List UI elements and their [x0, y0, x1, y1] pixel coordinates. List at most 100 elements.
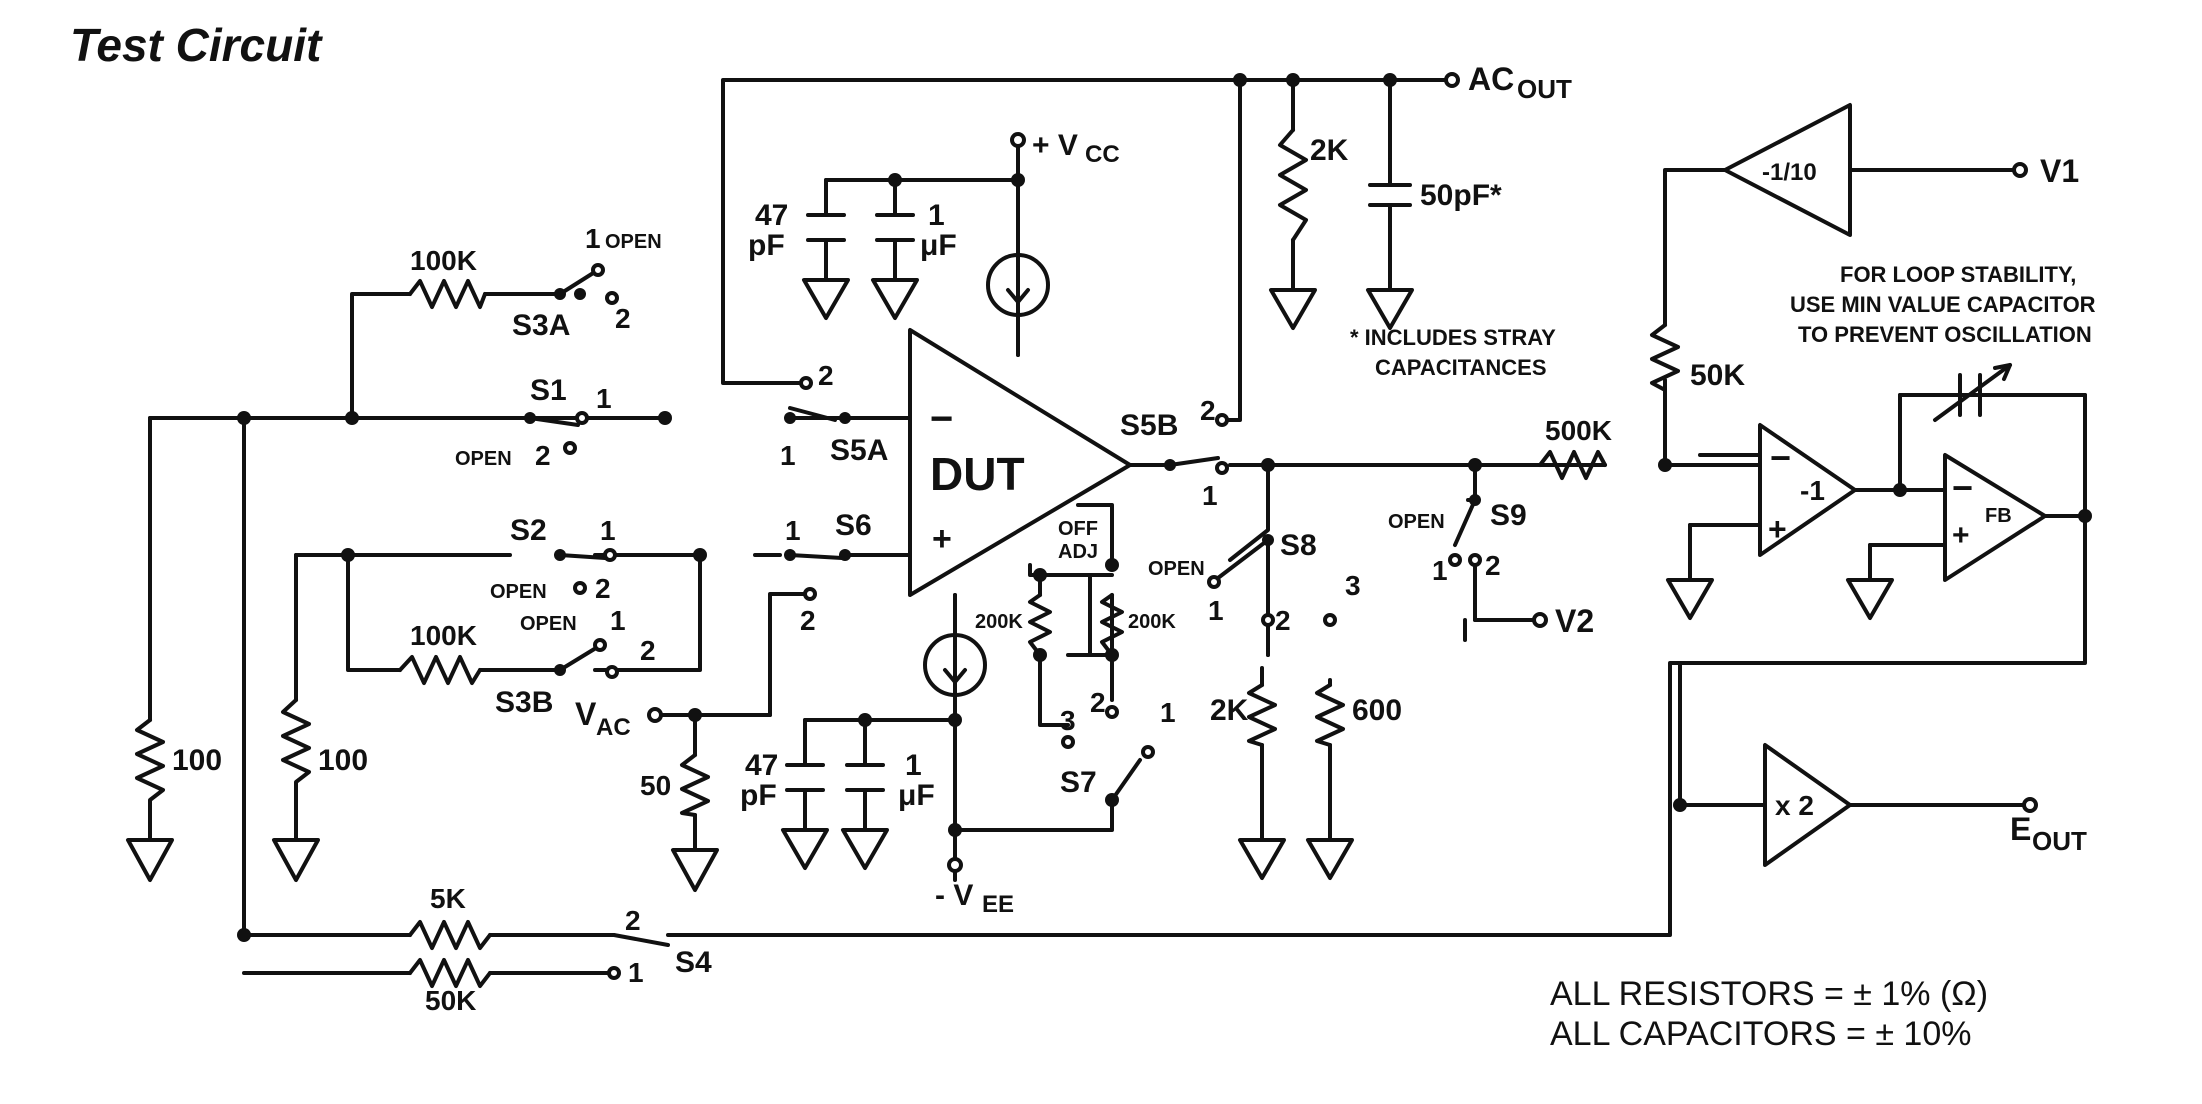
amp-inv1-label: -1 — [1800, 475, 1825, 506]
cap-pfb-label: pF — [740, 779, 777, 812]
vee-sub: EE — [982, 891, 1014, 918]
cap-47-label: 47 — [755, 199, 788, 232]
ground-icon — [1269, 288, 1317, 330]
capacitors — [785, 158, 2012, 792]
s3a-contact-2: 2 — [615, 303, 631, 334]
resistor-100k-s3b — [398, 655, 482, 685]
dut-plus: + — [932, 520, 952, 558]
s2-open: OPEN — [490, 581, 547, 603]
ground-icon — [671, 848, 719, 892]
s3b-contact-2: 2 — [640, 635, 656, 666]
amp-inv1-plus: + — [1768, 511, 1787, 547]
s6-contact-1: 1 — [785, 515, 801, 546]
resistor-50k — [408, 958, 492, 988]
res-100-a: 100 — [172, 744, 222, 777]
amp-fb — [1943, 453, 2047, 582]
s9-contact-1: 1 — [1432, 555, 1448, 586]
res-600: 600 — [1352, 694, 1402, 727]
v1-label: V1 — [2040, 153, 2079, 189]
cap-ufb-label: μF — [898, 779, 935, 812]
resistor-200k-right — [1100, 593, 1124, 657]
capacitor-tolerance-note: ALL CAPACITORS = ± 10% — [1550, 1015, 1971, 1053]
switches — [528, 263, 1482, 980]
switch-s4-label: S4 — [675, 946, 712, 979]
switch-s8-label: S8 — [1280, 529, 1317, 562]
s3a-open: OPEN — [605, 231, 662, 253]
switch-s6-label: S6 — [835, 509, 872, 542]
vcc-label: + V — [1032, 129, 1078, 162]
s7-contact-3: 3 — [1060, 705, 1076, 736]
v2-terminal — [1532, 612, 1548, 628]
loop-note-2: USE MIN VALUE CAPACITOR — [1790, 292, 2096, 317]
s1-open: OPEN — [455, 448, 512, 470]
junction-dots — [237, 73, 2092, 942]
offset-adj-adj: ADJ — [1058, 541, 1098, 563]
e-out-sub: OUT — [2032, 826, 2087, 856]
resistor-100-right — [281, 698, 311, 842]
vcc-sub: CC — [1085, 141, 1120, 168]
res-200k-b: 200K — [1128, 611, 1176, 633]
vac-sub: AC — [596, 714, 631, 741]
res-50k: 50K — [425, 985, 476, 1016]
s5b-contact-1: 1 — [1202, 480, 1218, 511]
res-2k-acout: 2K — [1310, 134, 1349, 167]
switch-s5a-label: S5A — [830, 434, 888, 467]
resistor-50k-fb — [1650, 323, 1680, 467]
switch-s2-label: S2 — [510, 514, 547, 547]
s8-contact-2: 2 — [1275, 605, 1291, 636]
v2-label: V2 — [1555, 603, 1594, 639]
amp-x2-label: x 2 — [1775, 790, 1814, 821]
e-out-label: E — [2010, 811, 2031, 847]
ground-icon — [1238, 838, 1286, 880]
stray-note-1: * INCLUDES STRAY — [1350, 325, 1556, 350]
amplifiers — [908, 103, 2047, 867]
stray-note-2: CAPACITANCES — [1375, 355, 1547, 380]
terminals — [647, 72, 2038, 873]
amp-minus-1-10 — [1723, 103, 1852, 237]
resistor-50 — [680, 753, 710, 817]
vac-label: V — [575, 696, 597, 732]
s1-contact-2: 2 — [535, 440, 551, 471]
vee-label: - V — [935, 879, 973, 912]
ac-out-label: AC — [1468, 61, 1514, 97]
s5b-contact-2: 2 — [1200, 395, 1216, 426]
vee-terminal — [947, 857, 963, 873]
amp-minus-1 — [1758, 423, 1857, 557]
s3b-contact-1: 1 — [610, 605, 626, 636]
cap-47b-label: 47 — [745, 749, 778, 782]
switch-s1-label: S1 — [530, 374, 567, 407]
s5a-contact-1: 1 — [780, 440, 796, 471]
ground-icon — [802, 278, 850, 320]
amp-fb-label: FB — [1985, 505, 2012, 527]
ac-out-terminal — [1444, 72, 1460, 88]
ground-icon — [272, 838, 320, 882]
circuit-wires — [148, 78, 2087, 975]
s4-contact-1: 1 — [628, 957, 644, 988]
s9-open: OPEN — [1388, 511, 1445, 533]
ground-symbols — [126, 278, 1894, 892]
res-500k: 500K — [1545, 415, 1612, 446]
ground-icon — [1846, 578, 1894, 620]
resistor-100-left — [135, 718, 165, 842]
e-out-terminal — [2022, 797, 2038, 813]
ground-icon — [1366, 288, 1414, 330]
amp-fb-plus: + — [1952, 519, 1970, 552]
s4-contact-2: 2 — [625, 905, 641, 936]
dut-opamp — [908, 328, 1132, 597]
res-5k: 5K — [430, 883, 466, 914]
ground-icon — [1306, 838, 1354, 880]
s5a-contact-2: 2 — [818, 360, 834, 391]
v1-terminal — [2012, 162, 2028, 178]
res-100-b: 100 — [318, 744, 368, 777]
amp-inv1-minus: − — [1770, 437, 1791, 478]
s9-contact-2: 2 — [1485, 550, 1501, 581]
current-sources — [923, 253, 1050, 722]
resistor-2k-acout — [1278, 128, 1308, 242]
vac-terminal — [647, 707, 663, 723]
s2-contact-2: 2 — [595, 573, 611, 604]
cap-1-label: 1 — [928, 199, 945, 232]
resistor-5k — [408, 920, 492, 950]
loop-note-3: TO PREVENT OSCILLATION — [1798, 322, 2092, 347]
labels: DUT − + + V CC - V EE AC OUT V1 V2 E OUT… — [172, 61, 2096, 1053]
